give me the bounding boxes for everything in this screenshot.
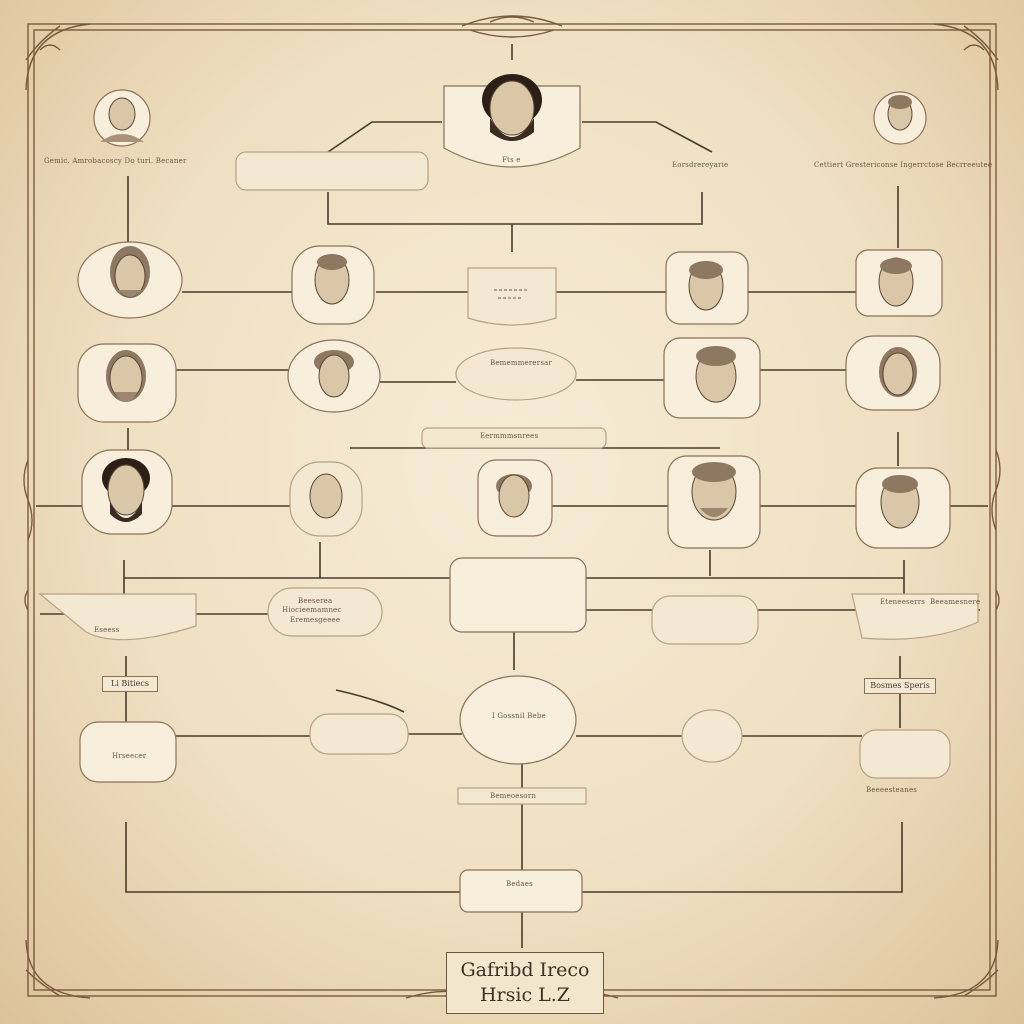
side-ornament-left: [23, 459, 33, 611]
person-node-row3-1[interactable]: [77, 343, 177, 423]
person-node-row2-2[interactable]: [291, 245, 375, 325]
corner-ornament-top-left: [25, 23, 91, 91]
label-row5-left: Eseess: [94, 626, 120, 634]
name-box-row6-center-left[interactable]: [309, 713, 409, 755]
tag-right[interactable]: Bosmes Speris: [864, 678, 936, 694]
person-node-row4-3[interactable]: [477, 459, 553, 537]
label-center-oval: I Gossnil Bebe: [492, 712, 546, 720]
corner-ornament-top-right: [933, 23, 999, 91]
name-box-mid-between[interactable]: [421, 427, 607, 449]
person-node-patriarch[interactable]: [443, 74, 581, 168]
label-top-center-right: Eorsdrereyarie: [672, 161, 729, 169]
label-row4-left-b: Hiocieemamnec: [282, 606, 342, 614]
label-patriarch-caption: Fts e: [502, 156, 521, 164]
person-node-row3-2[interactable]: [287, 339, 381, 413]
name-box-row5-center-right[interactable]: [651, 595, 759, 645]
label-bottom-box: Bedaes: [506, 880, 533, 888]
name-box-row5-center[interactable]: [449, 557, 587, 633]
name-box-top-center-left[interactable]: [235, 151, 429, 191]
label-row4-left-c: Eremesgeeee: [290, 616, 341, 624]
person-node-row2-4[interactable]: [665, 251, 749, 325]
label-row4-left-a: Beeserea: [298, 597, 333, 605]
top-center-ornament: [461, 15, 563, 38]
name-oval-center[interactable]: [459, 675, 577, 765]
title-line-2: Hrsic L.Z: [479, 984, 571, 1006]
corner-ornament-bottom-right: [933, 939, 999, 999]
label-row6-left: Hrseecer: [112, 752, 147, 760]
label-center-lower: Bemeoesorn: [490, 792, 537, 800]
person-node-top-right[interactable]: [873, 91, 927, 145]
label-row5-right-a: Eteneeserrs: [880, 598, 926, 606]
label-top-right: Cettiert Grestericonse Ingerrctose Becrr…: [814, 161, 993, 169]
label-row3-center: Bememmerersar: [490, 359, 553, 367]
label-row5-right-b: Beeamesnere: [930, 598, 981, 606]
title-line-1: Gafribd Ireco: [460, 959, 590, 981]
name-box-center-lower[interactable]: [457, 787, 587, 805]
person-node-row4-2[interactable]: [289, 461, 363, 537]
person-node-row2-5[interactable]: [855, 249, 943, 317]
name-box-bottom[interactable]: [459, 869, 583, 913]
tag-left[interactable]: Li Bitiecs: [102, 676, 158, 692]
name-oval-row6-right[interactable]: [681, 709, 743, 763]
label-mid-between: Eermmmsnrees: [480, 432, 539, 440]
name-box-row6-right[interactable]: [859, 729, 951, 779]
person-node-row4-4[interactable]: [667, 455, 761, 549]
person-node-row4-1[interactable]: [81, 449, 173, 535]
person-node-row3-4[interactable]: [663, 337, 761, 419]
name-box-row6-left[interactable]: [79, 721, 177, 783]
person-node-row2-3[interactable]: [467, 267, 557, 326]
name-box-row5-left[interactable]: [38, 593, 197, 641]
portrait-patriarch: [482, 74, 542, 141]
name-box-row5-center-left[interactable]: [267, 587, 383, 637]
corner-ornament-bottom-left: [25, 939, 91, 999]
person-node-row4-5[interactable]: [855, 467, 951, 549]
side-ornament-right: [991, 449, 1001, 611]
label-right-lower: Beeeesteanes: [866, 786, 918, 794]
label-top-left: Gemic. Amrobacoscy Do turi. Becaner: [44, 157, 187, 165]
title-plaque: Gafribd Ireco Hrsic L.Z: [446, 952, 604, 1014]
person-node-top-left[interactable]: [93, 89, 151, 147]
person-node-row2-1[interactable]: [77, 241, 183, 319]
name-box-row5-right[interactable]: [851, 593, 979, 640]
person-node-row3-5[interactable]: [845, 335, 941, 411]
name-oval-row3-center[interactable]: [455, 347, 577, 401]
